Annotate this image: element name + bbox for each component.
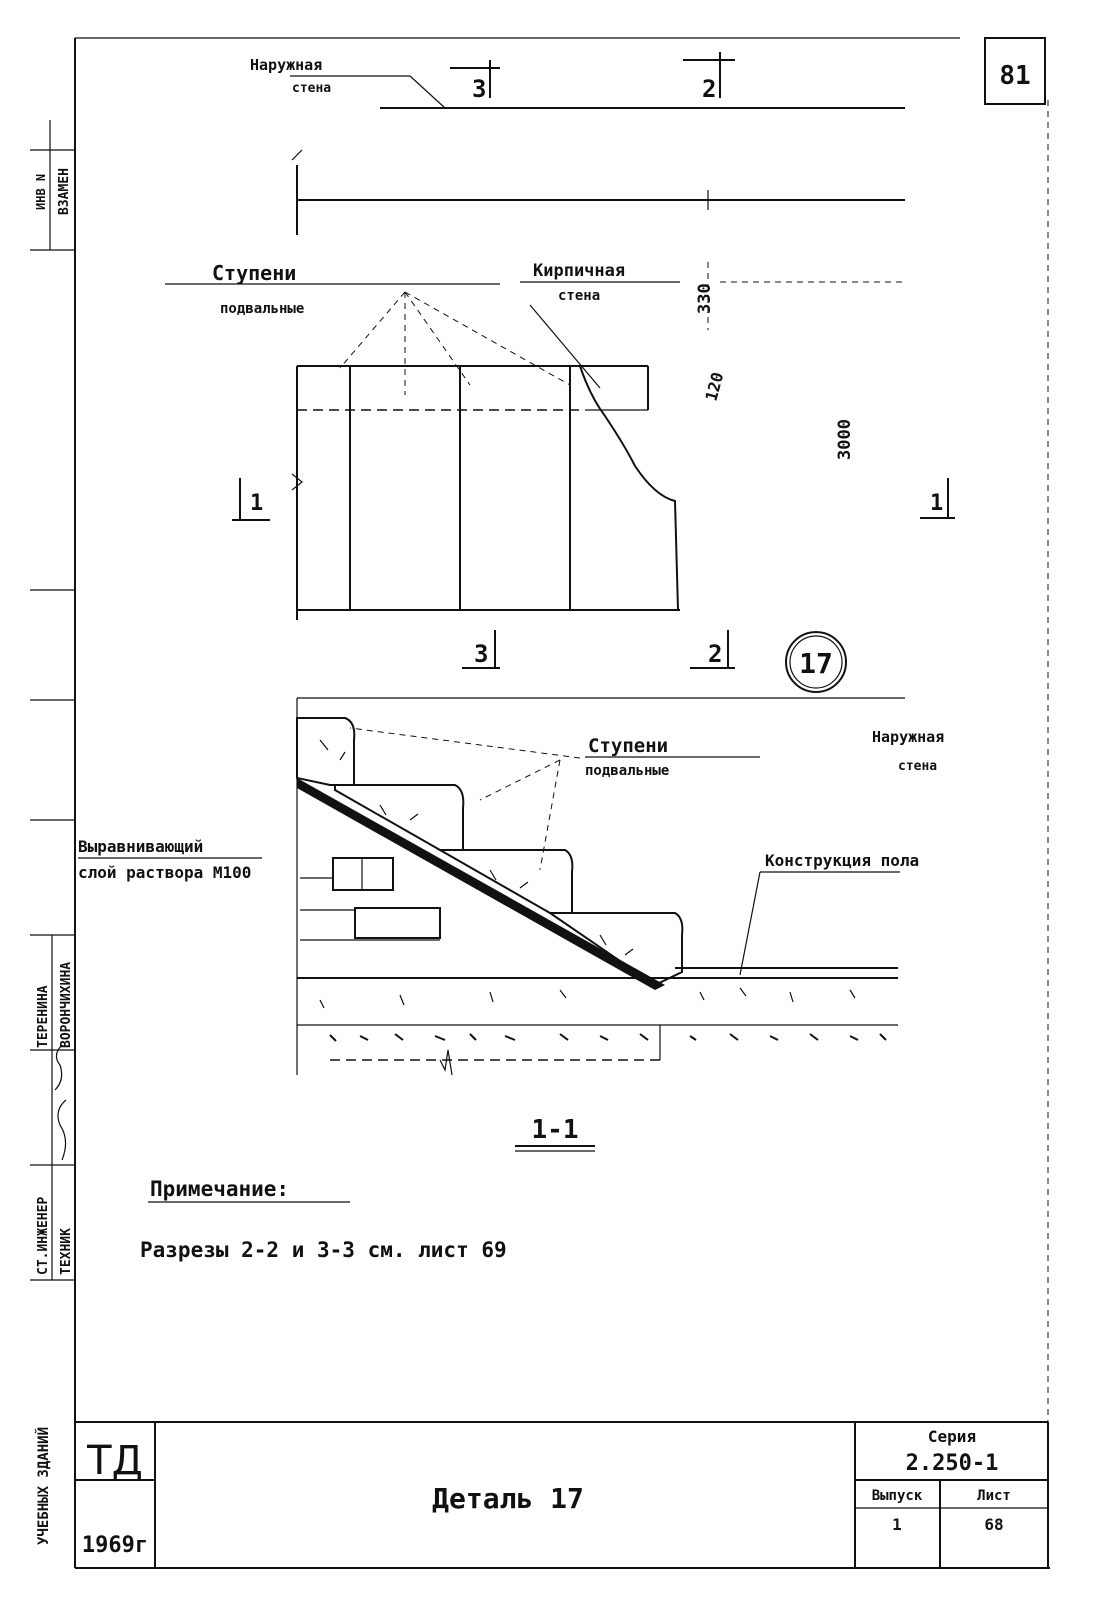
cut1-left-num: 1	[250, 491, 263, 516]
tb-sheet-label: Лист	[977, 1488, 1011, 1504]
plan-outer-wall-label-1: Наружная	[250, 56, 322, 74]
plan-outer-wall-leader	[409, 75, 446, 109]
plan-break-left	[291, 473, 303, 491]
soil-hatch	[329, 1033, 887, 1042]
plan-dim-120: 120	[702, 370, 728, 403]
floor-label-leader	[739, 871, 761, 976]
detail-number-circle-inner	[789, 635, 843, 689]
step-3	[436, 849, 574, 914]
cut3-top-num: 3	[472, 75, 486, 103]
plan-outer-wall-label-2: стена	[292, 81, 331, 96]
note-text: Разрезы 2-2 и 3-3 см. лист 69	[140, 1238, 507, 1262]
leveling-layer-label-2: слой раствора М100	[78, 863, 251, 882]
plan-steps-label-2: подвальные	[220, 301, 304, 317]
dept-label: УЧЕБНЫХ ЗДАНИЙ	[35, 1427, 52, 1545]
tb-title: Деталь 17	[432, 1482, 584, 1515]
leveling-layer-label-1: Выравнивающий	[78, 837, 203, 856]
tb-issue-value: 1	[892, 1515, 902, 1534]
tb-year: 1969г	[82, 1533, 148, 1558]
name-terenina: ТЕРЕНИНА	[36, 985, 51, 1048]
plan-steps-leader-3	[404, 291, 471, 386]
stamp-inv: ИНВ N	[34, 174, 48, 210]
plan-view: 3 2 Наружная стена Ступени подвальные Ки…	[165, 52, 955, 693]
plan-steps-leader-1	[339, 291, 406, 369]
tb-issue-label: Выпуск	[872, 1488, 923, 1504]
cut3-bottom-num: 3	[474, 640, 488, 668]
step-4	[546, 912, 684, 987]
section-break-bottom	[439, 1049, 453, 1076]
left-margin: ИНВ N ВЗАМЕН ТЕРЕНИНА ВОРОНЧИХИНА СТ.ИНЖ…	[30, 120, 75, 1545]
corner-mark-box	[984, 37, 1046, 105]
plan-brick-wall-leader	[529, 304, 601, 389]
cut2-bottom-num: 2	[708, 640, 722, 668]
stamp-vzamen: ВЗАМЕН	[57, 168, 72, 215]
plan-steps-label-1: Ступени	[212, 261, 296, 285]
cut2-top-num: 2	[702, 75, 716, 103]
brick-2	[354, 907, 441, 939]
tb-org: ТД	[86, 1438, 143, 1484]
step-hatching	[319, 739, 634, 956]
corner-mark: 81	[999, 61, 1030, 91]
plan-brick-wall-label-1: Кирпичная	[533, 261, 625, 281]
section-steps-leader-3	[349, 727, 581, 759]
plan-brick-wall-label-2: стена	[558, 288, 600, 304]
section-steps-label-1: Ступени	[588, 735, 668, 757]
tb-series-label: Серия	[928, 1427, 976, 1446]
plan-dim-330: 330	[695, 283, 715, 314]
tb-series-value: 2.250-1	[906, 1451, 999, 1476]
inclined-slab	[297, 778, 665, 990]
tb-sheet-value: 68	[984, 1515, 1003, 1534]
section-view: Ступени подвальные Наружная стена Выравн…	[78, 697, 944, 1152]
brick-1	[332, 857, 394, 891]
name-voronchikhina: ВОРОНЧИХИНА	[59, 962, 74, 1048]
plan-dim-3000: 3000	[835, 419, 855, 460]
section-steps-label-2: подвальные	[585, 763, 669, 779]
title-block: ТД 1969г Деталь 17 Серия 2.250-1 Выпуск …	[75, 1421, 1049, 1568]
signatures	[54, 1044, 67, 1161]
section-outer-wall-label-2: стена	[898, 759, 937, 774]
cut1-right-num: 1	[930, 491, 943, 516]
note-title: Примечание:	[150, 1177, 289, 1201]
section-outer-wall-label-1: Наружная	[872, 728, 944, 746]
floor-construction-label: Конструкция пола	[765, 851, 919, 870]
section-title: 1-1	[532, 1115, 579, 1145]
plan-break-top	[291, 149, 303, 161]
role-senior-engineer: СТ.ИНЖЕНЕР	[36, 1197, 51, 1275]
plan-steps-leader-4	[404, 291, 571, 386]
detail-number-circle	[785, 631, 847, 693]
section-steps-leader-1	[479, 759, 561, 801]
role-technician: ТЕХНИК	[59, 1228, 74, 1275]
section-steps-leader-2	[539, 759, 561, 871]
step-1	[296, 717, 356, 786]
detail-number: 17	[799, 647, 833, 680]
plan-brick-wall-break	[579, 365, 679, 611]
floor-hatch	[319, 987, 856, 1009]
